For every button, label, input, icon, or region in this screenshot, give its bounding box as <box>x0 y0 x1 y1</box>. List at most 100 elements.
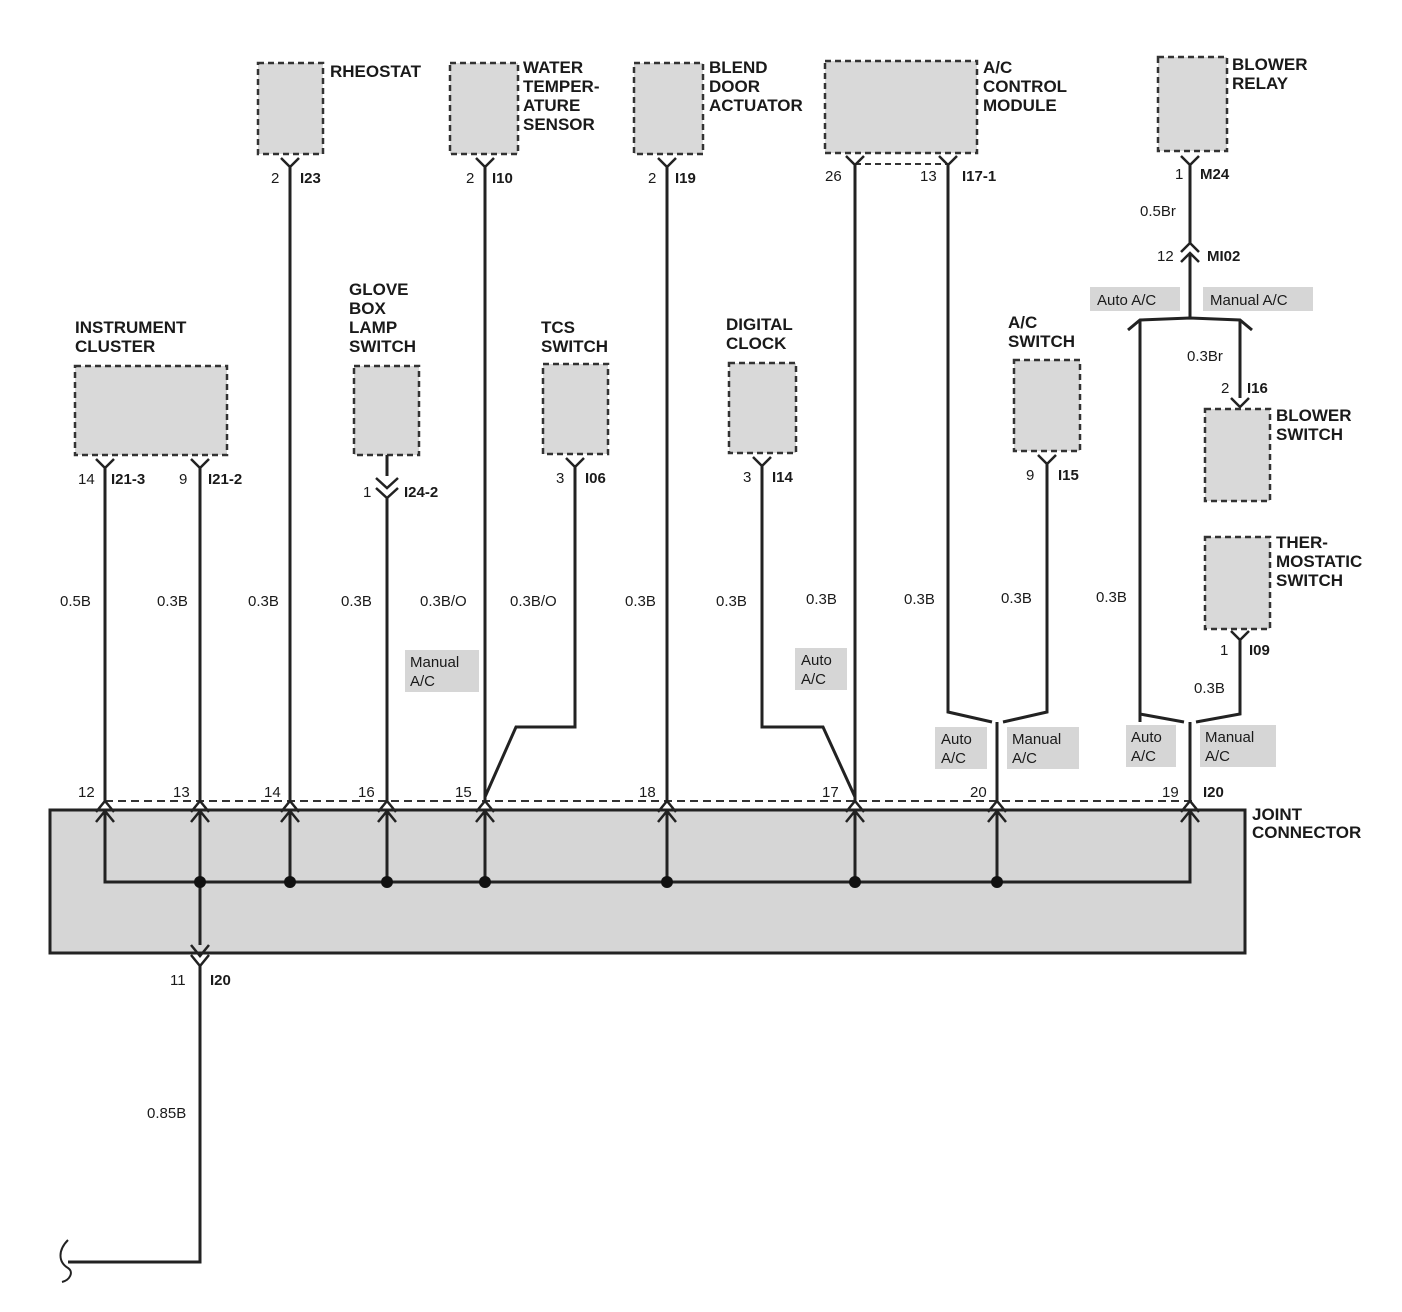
water-temp-pin: 2 <box>466 170 474 187</box>
wire-tcs-line <box>483 465 577 798</box>
blower-relay-label-1: BLOWER <box>1232 55 1308 74</box>
blower-switch-terminal <box>1230 397 1250 409</box>
blower-relay-terminal <box>1180 155 1200 167</box>
option-auto-ac-mid-1: Auto <box>801 652 832 669</box>
ground-wire <box>68 966 202 1264</box>
option-split-top <box>1127 316 1253 332</box>
joint-pin-18: 18 <box>639 784 656 801</box>
thermostatic-terminal <box>1230 630 1250 642</box>
ac-control-label-1: A/C <box>983 58 1012 77</box>
wire-rheostat: 0.3B <box>248 593 279 610</box>
ac-control-label-3: MODULE <box>983 96 1057 115</box>
cluster-pin-14: 14 <box>78 471 95 488</box>
joint-pin-16: 16 <box>358 784 375 801</box>
blower-switch-connector: I16 <box>1247 380 1268 397</box>
wire-acm13-line <box>946 165 993 724</box>
joint-pin-14: 14 <box>264 784 281 801</box>
water-temp-label-1: WATER <box>523 58 583 77</box>
wire-acm26: 0.3B <box>806 591 837 608</box>
wire-cluster-a: 0.5B <box>60 593 91 610</box>
ac-control-label-2: CONTROL <box>983 77 1067 96</box>
option-manual-ac-mid-2: A/C <box>410 673 435 690</box>
ac-control-module-box <box>823 59 979 155</box>
glove-box-pin: 1 <box>363 484 371 501</box>
option-manual-ac-mid-1: Manual <box>410 654 459 671</box>
ac-control-pin-13: 13 <box>920 168 937 185</box>
wire-relay: 0.5Br <box>1140 203 1176 220</box>
tcs-pin: 3 <box>556 470 564 487</box>
option-auto-ac-19-bg <box>1126 725 1176 767</box>
inline-connector-id: MI02 <box>1207 248 1240 265</box>
rheostat-label: RHEOSTAT <box>330 62 422 81</box>
glove-box-label-1: GLOVE <box>349 280 409 299</box>
joint-pin-12: 12 <box>78 784 95 801</box>
blend-door-actuator-box <box>632 61 705 156</box>
wire-auto-left-join <box>1139 712 1185 724</box>
inline-terminal-top <box>1180 241 1200 253</box>
thermostatic-connector: I09 <box>1249 642 1270 659</box>
option-auto-ac-top-bg <box>1090 287 1180 311</box>
ac-control-connector: I17-1 <box>962 168 996 185</box>
cluster-connector-a: I21-3 <box>111 471 145 488</box>
wire-blower: 0.3Br <box>1187 348 1223 365</box>
blend-door-connector: I19 <box>675 170 696 187</box>
option-manual-ac-20-2: A/C <box>1012 750 1037 767</box>
ac-switch-box <box>1012 358 1082 453</box>
joint-pin-17: 17 <box>822 784 839 801</box>
joint-pin-20: 20 <box>970 784 987 801</box>
wire-thermo: 0.3B <box>1194 680 1225 697</box>
thermostatic-label-1: THER- <box>1276 533 1328 552</box>
option-auto-ac-20-2: A/C <box>941 750 966 767</box>
glove-box-label-2: BOX <box>349 299 387 318</box>
blower-relay-connector: M24 <box>1200 166 1230 183</box>
thermostatic-pin: 1 <box>1220 642 1228 659</box>
glove-box-label-4: SWITCH <box>349 337 416 356</box>
thermostatic-label-2: MOSTATIC <box>1276 552 1362 571</box>
blower-relay-pin: 1 <box>1175 166 1183 183</box>
wire-water: 0.3B/O <box>420 593 467 610</box>
ac-control-terminal-13 <box>938 155 958 167</box>
tcs-switch-label-2: SWITCH <box>541 337 608 356</box>
glove-box-label-3: LAMP <box>349 318 397 337</box>
water-temp-sensor-box <box>448 61 520 156</box>
option-auto-ac-19-2: A/C <box>1131 748 1156 765</box>
tcs-switch-box <box>541 362 610 456</box>
wire-tcs: 0.3B/O <box>510 593 557 610</box>
splice-dots <box>194 876 1003 888</box>
option-manual-ac-top-bg <box>1203 287 1313 311</box>
wire-acsw: 0.3B <box>1001 590 1032 607</box>
tcs-switch-label-1: TCS <box>541 318 575 337</box>
joint-connector-label-1: JOINT <box>1252 805 1303 824</box>
ground-pin: 11 <box>170 972 186 989</box>
option-manual-ac-20-1: Manual <box>1012 731 1061 748</box>
glove-box-lamp-switch-box <box>352 364 421 457</box>
wire-thermo-line <box>1195 640 1242 724</box>
wire-clock-line <box>760 464 857 798</box>
ac-control-terminal-26 <box>845 155 865 167</box>
joint-connector-label-2: CONNECTOR <box>1252 823 1361 842</box>
digital-clock-pin: 3 <box>743 469 751 486</box>
blower-switch-pin: 2 <box>1221 380 1229 397</box>
ground-symbol-icon <box>59 1239 72 1283</box>
blend-door-pin: 2 <box>648 170 656 187</box>
wire-blend: 0.3B <box>625 593 656 610</box>
ac-switch-pin: 9 <box>1026 467 1034 484</box>
blend-door-label-3: ACTUATOR <box>709 96 803 115</box>
water-temp-connector: I10 <box>492 170 513 187</box>
wire-acsw-line <box>1002 462 1049 724</box>
option-manual-ac-mid-bg <box>405 650 479 692</box>
blower-switch-label-2: SWITCH <box>1276 425 1343 444</box>
option-auto-ac-20-1: Auto <box>941 731 972 748</box>
glove-box-terminal-a <box>375 477 399 490</box>
joint-pin-19: 19 <box>1162 784 1179 801</box>
option-auto-ac-20-bg <box>935 727 987 769</box>
water-temp-label-2: TEMPER- <box>523 77 600 96</box>
blower-relay-box <box>1156 55 1229 153</box>
option-manual-ac-19-2: A/C <box>1205 748 1230 765</box>
ac-switch-label-2: SWITCH <box>1008 332 1075 351</box>
glove-box-connector: I24-2 <box>404 484 438 501</box>
instrument-cluster-label-2: CLUSTER <box>75 337 155 356</box>
blend-door-label-1: BLEND <box>709 58 768 77</box>
wire-clock: 0.3B <box>716 593 747 610</box>
